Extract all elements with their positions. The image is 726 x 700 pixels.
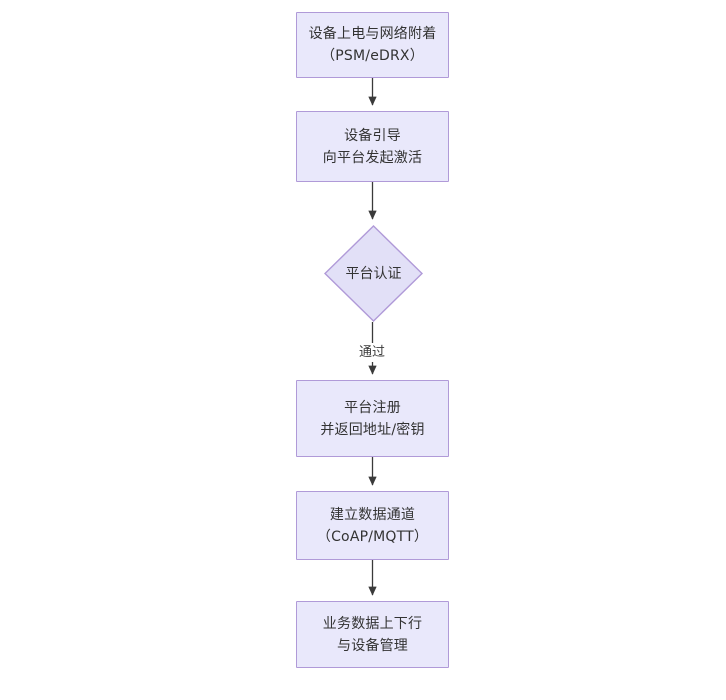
node-data-channel-line-1: 建立数据通道 [329,506,416,523]
node-platform-register[interactable]: 平台注册 并返回地址/密钥 [296,380,449,457]
node-platform-auth-label: 平台认证 [345,265,402,282]
node-power-on[interactable]: 设备上电与网络附着 （PSM/eDRX） [296,12,449,78]
node-platform-auth[interactable]: 平台认证 [324,225,423,322]
node-platform-register-line-2: 并返回地址/密钥 [320,421,425,438]
node-business-data[interactable]: 业务数据上下行 与设备管理 [296,601,449,668]
node-platform-register-line-1: 平台注册 [344,399,401,416]
node-bootstrap-line-1: 设备引导 [344,127,401,144]
node-bootstrap[interactable]: 设备引导 向平台发起激活 [296,111,449,182]
node-data-channel[interactable]: 建立数据通道 （CoAP/MQTT） [296,491,449,560]
diamond-shape-icon [324,225,423,322]
node-data-channel-line-2: （CoAP/MQTT） [316,528,429,545]
node-business-data-line-2: 与设备管理 [337,637,408,654]
node-business-data-line-1: 业务数据上下行 [322,615,423,632]
edge-label-pass: 通过 [356,343,389,362]
node-bootstrap-line-2: 向平台发起激活 [322,149,423,166]
node-power-on-line-1: 设备上电与网络附着 [308,26,437,42]
node-power-on-line-2: （PSM/eDRX） [321,48,424,64]
